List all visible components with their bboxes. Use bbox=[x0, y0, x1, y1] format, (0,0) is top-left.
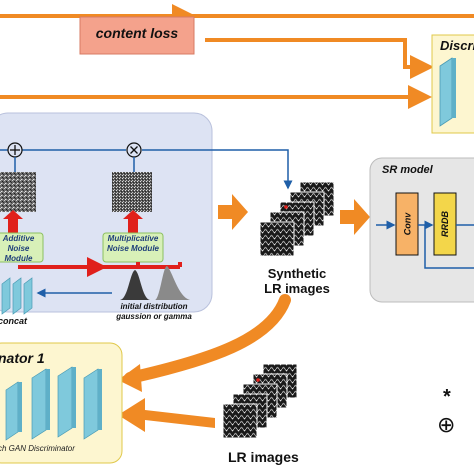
multiplicative-noise-module bbox=[102, 232, 164, 263]
concat-label: concat bbox=[0, 316, 28, 326]
conv-block-label-wrap: Conv bbox=[396, 193, 418, 255]
sr-model-title: SR model bbox=[382, 164, 433, 176]
concat-layers bbox=[1, 277, 33, 315]
content-loss-box bbox=[79, 16, 195, 55]
discriminator-top-label: Discri bbox=[440, 38, 474, 53]
add-operator-icon bbox=[7, 142, 23, 158]
distribution-curves bbox=[120, 266, 190, 300]
synthetic-lr-images-label: Synthetic LR images bbox=[264, 266, 330, 296]
conv-label: Conv bbox=[402, 212, 412, 236]
lr-images-label: LR images bbox=[228, 449, 299, 465]
sr-model-panel bbox=[369, 157, 474, 303]
discriminator-top-layer bbox=[439, 57, 456, 127]
red-connector bbox=[18, 257, 182, 277]
arrow-content-loss-to-discriminator bbox=[205, 38, 434, 79]
multiplicative-noise-module-label: Multiplicative Noise Module bbox=[106, 234, 159, 253]
arrow-synthetic-to-discriminator bbox=[124, 294, 291, 384]
synthetic-image-stack bbox=[259, 181, 335, 257]
arrow-generator-to-synthetic-big bbox=[218, 194, 248, 230]
discriminator-1-title: nator 1 bbox=[0, 350, 45, 366]
legend-star-icon: * bbox=[443, 386, 451, 408]
rrdb-block-label-wrap: RRDB bbox=[434, 193, 456, 255]
rrdb-block bbox=[433, 192, 457, 256]
rrdb-label: RRDB bbox=[440, 211, 450, 237]
lr-image-stack bbox=[222, 363, 298, 439]
additive-noise-image bbox=[0, 172, 36, 212]
initial-distribution-label: initial distribution gaussion or gamma bbox=[116, 302, 192, 321]
arrow-synthetic-to-sr-model bbox=[340, 199, 370, 235]
red-upward-arrows bbox=[3, 210, 143, 233]
additive-noise-module bbox=[0, 232, 44, 263]
arrow-generator-to-synthetic bbox=[142, 149, 293, 190]
conv-block bbox=[395, 192, 419, 256]
discriminator-1-caption: ch GAN Discriminator bbox=[0, 444, 75, 453]
content-loss-label: content loss bbox=[95, 25, 179, 41]
arrow-lr-to-discriminator bbox=[118, 398, 215, 432]
multiply-operator-icon bbox=[126, 142, 142, 158]
discriminator-1-layers bbox=[5, 366, 102, 441]
multiplicative-noise-image bbox=[112, 172, 152, 212]
skip-connection bbox=[424, 225, 474, 269]
additive-noise-module-label: Additive Noise Module bbox=[2, 234, 35, 263]
top-feedback-lines bbox=[0, 4, 474, 109]
legend-plus-icon: ⊕ bbox=[437, 412, 456, 437]
